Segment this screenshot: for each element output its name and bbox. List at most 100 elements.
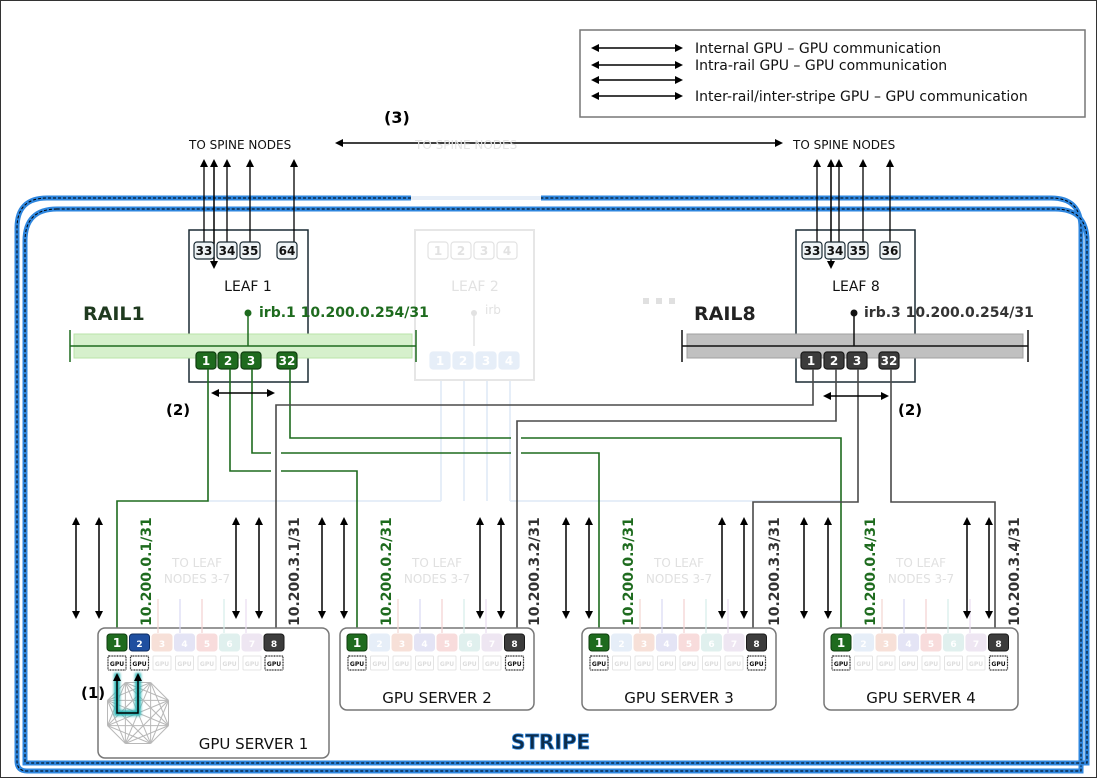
svg-text:2: 2 (830, 354, 838, 368)
gpu-chip-icon: GPU (657, 655, 676, 671)
ellipsis-icon (643, 298, 675, 304)
gpu-chip-icon: GPU (921, 655, 941, 671)
svg-text:5: 5 (444, 640, 450, 650)
rail-8-label: RAIL8 (694, 303, 756, 325)
svg-text:7: 7 (249, 640, 255, 650)
leaf-2-downlink-2: 2 (452, 351, 474, 370)
svg-text:GPU: GPU (834, 661, 848, 668)
svg-text:3: 3 (641, 640, 647, 650)
annotation-2-left: (2) (166, 401, 190, 419)
svg-text:GPU: GPU (614, 661, 628, 668)
leaf-1-downlink-32: 32 (276, 351, 298, 370)
nic-5: 5 (436, 633, 458, 652)
annotation-1: (1) (81, 684, 105, 702)
internal-gpu-arrow (113, 673, 142, 716)
server-2-gray-ip: 10.200.3.2/31 (527, 517, 543, 626)
leaf-1-downlink-3: 3 (240, 351, 262, 370)
legend: Internal GPU – GPU communicationIntra-ra… (579, 29, 1086, 118)
leaf-2-cabling (207, 381, 841, 502)
leaf-1-uplink-34: 34 (216, 241, 238, 260)
gpu-chip-icon: GPU (702, 655, 721, 671)
svg-text:GPU: GPU (637, 661, 651, 668)
annotation-3: (3) (384, 108, 410, 127)
svg-text:1: 1 (353, 636, 361, 650)
svg-text:GPU: GPU (727, 661, 741, 668)
nic-4: 4 (656, 633, 677, 652)
leaf-1-uplink-35: 35 (239, 241, 261, 260)
to-leaf-label: TO LEAF (653, 556, 704, 570)
nic-4: 4 (414, 633, 435, 652)
nic-5: 5 (678, 633, 700, 652)
svg-text:3: 3 (482, 354, 490, 368)
leaf-8-downlink-3: 3 (846, 351, 868, 370)
stripe-label: STRIPE (511, 730, 590, 754)
gpu-server-1-label: GPU SERVER 1 (199, 735, 309, 753)
nvlink-mesh-icon (107, 682, 169, 744)
gpu-server-3-label: GPU SERVER 3 (624, 689, 734, 707)
nic-6: 6 (943, 633, 964, 652)
server-4-gray-ip: 10.200.3.4/31 (1007, 517, 1023, 626)
svg-text:2: 2 (860, 640, 866, 650)
svg-text:GPU: GPU (200, 661, 214, 668)
leaf-8-uplink-35: 35 (847, 241, 869, 260)
leaf-1-uplink-64: 64 (276, 241, 298, 260)
svg-text:GPU: GPU (462, 661, 476, 668)
svg-text:2: 2 (376, 640, 382, 650)
nic-2: 2 (369, 633, 390, 652)
leaf-2-downlink-1: 1 (429, 351, 451, 370)
gpu-chip-icon: GPU (197, 655, 217, 671)
leaf-8-downlink-32: 32 (878, 351, 900, 370)
svg-text:2: 2 (618, 640, 624, 650)
leaf-2-irb: irb (485, 303, 501, 317)
leaf-2-downlink-4: 4 (498, 351, 520, 370)
spine-label-left: TO SPINE NODES (188, 138, 291, 152)
gpu-chip-icon: GPU (504, 655, 525, 671)
server-3-gray-ip: 10.200.3.3/31 (767, 517, 783, 626)
gpu-chip-icon: GPU (392, 655, 412, 671)
leaf-2-uplink-3: 3 (473, 241, 495, 260)
svg-text:5: 5 (204, 640, 210, 650)
svg-text:GPU: GPU (132, 661, 146, 668)
to-leaf-label-2: NODES 3-7 (646, 572, 712, 586)
nic-3: 3 (151, 633, 173, 652)
server-2-green-ip: 10.200.0.2/31 (379, 517, 395, 626)
leaf-8-uplink-34: 34 (824, 241, 846, 260)
to-leaf-label-2: NODES 3-7 (404, 572, 470, 586)
svg-text:35: 35 (850, 244, 867, 258)
svg-text:1: 1 (436, 354, 444, 368)
server-3-green-ip: 10.200.0.3/31 (621, 517, 637, 626)
leaf-8-label: LEAF 8 (832, 279, 880, 295)
nic-5: 5 (920, 633, 942, 652)
svg-text:GPU: GPU (485, 661, 499, 668)
svg-text:6: 6 (226, 640, 232, 650)
svg-text:GPU: GPU (417, 661, 431, 668)
gpu-chip-icon: GPU (220, 655, 239, 671)
nic-3: 3 (875, 633, 897, 652)
svg-text:GPU: GPU (924, 661, 938, 668)
svg-text:GPU: GPU (372, 661, 386, 668)
stripe-boundary (14, 195, 1090, 774)
svg-text:1: 1 (595, 636, 603, 650)
nic-7: 7 (965, 633, 987, 652)
svg-text:2: 2 (457, 244, 465, 258)
leaf-2-downlink-3: 3 (475, 351, 497, 370)
gpu-chip-icon: GPU (370, 655, 389, 671)
svg-text:4: 4 (905, 640, 911, 650)
svg-text:1: 1 (837, 636, 845, 650)
svg-text:64: 64 (279, 244, 296, 258)
svg-text:4: 4 (663, 640, 669, 650)
gpu-chip-icon: GPU (129, 655, 150, 671)
gpu-chip-icon: GPU (899, 655, 918, 671)
svg-text:2: 2 (224, 354, 232, 368)
svg-text:6: 6 (466, 640, 472, 650)
svg-text:5: 5 (686, 640, 692, 650)
svg-text:GPU: GPU (177, 661, 191, 668)
svg-text:1: 1 (434, 244, 442, 258)
server-1-green-ip: 10.200.0.1/31 (139, 517, 155, 626)
svg-text:GPU: GPU (704, 661, 718, 668)
